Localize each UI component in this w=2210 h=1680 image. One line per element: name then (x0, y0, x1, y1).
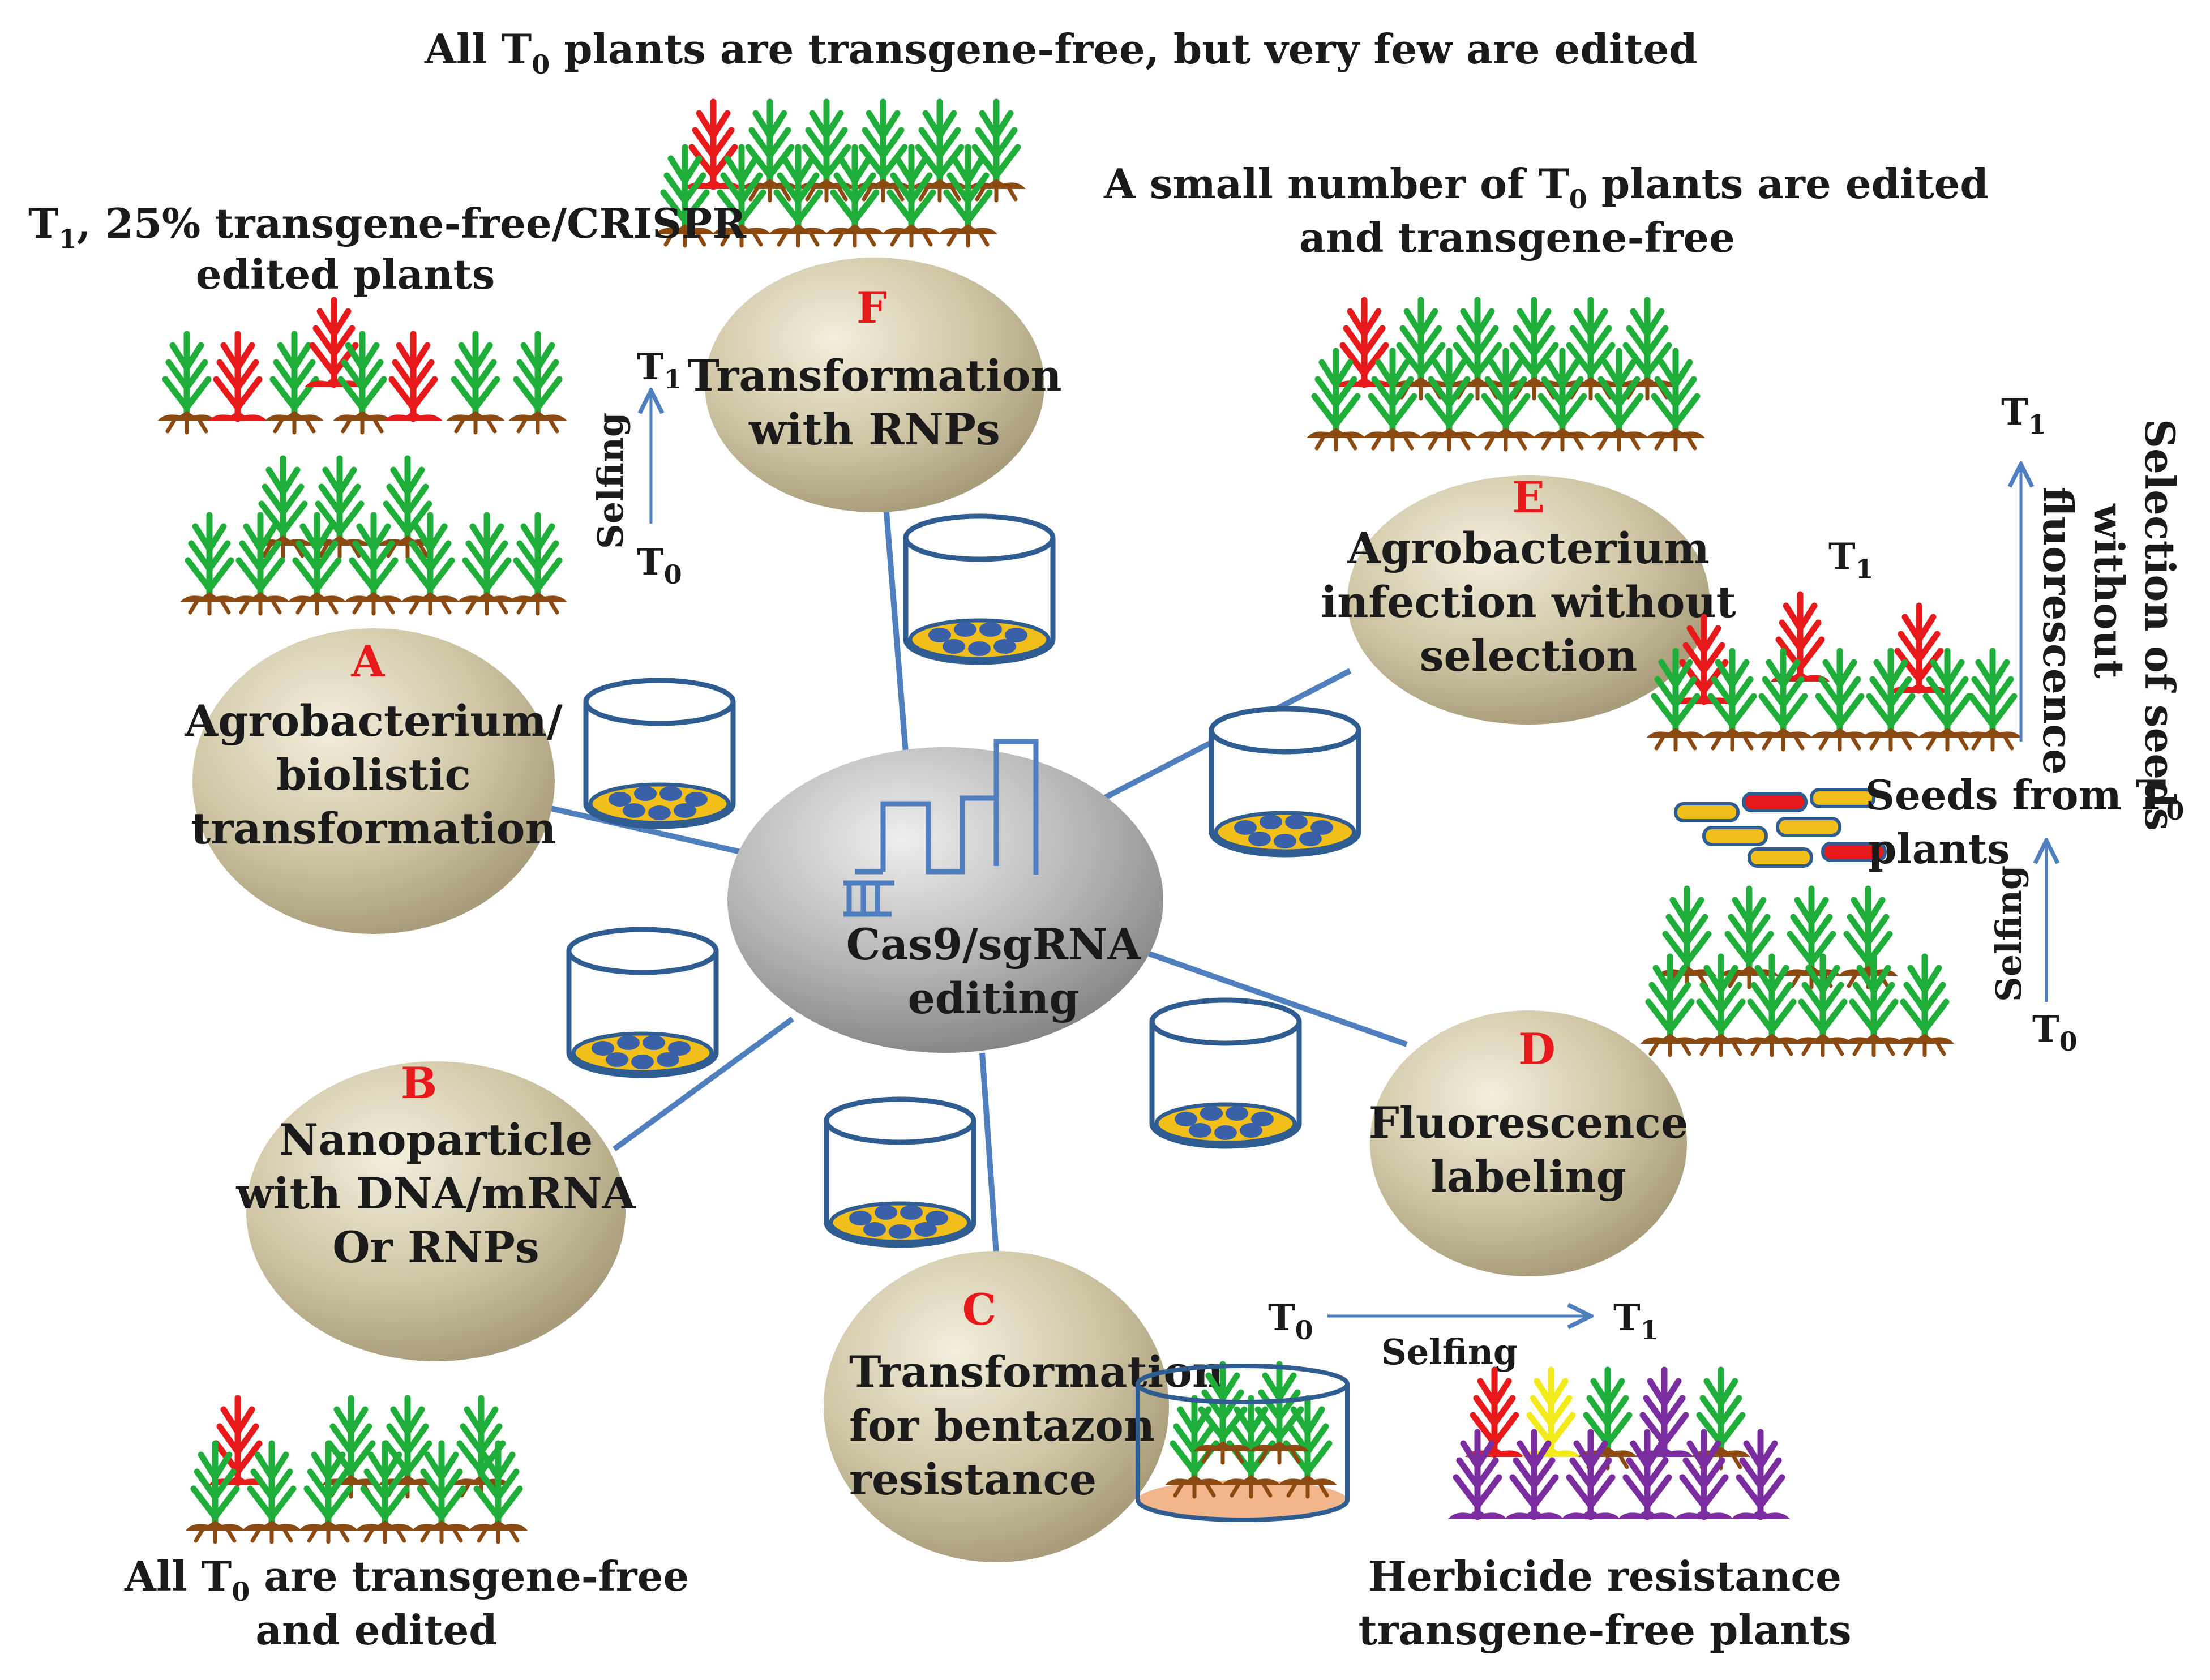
seeds-caption-line2: plants (1868, 825, 2010, 873)
caption-f: All T0 plants are transgene-free, but ve… (424, 25, 1698, 80)
node-a-line2: biolistic (276, 749, 470, 800)
node-d: D Fluorescence labeling (1369, 1010, 1688, 1276)
t1-label-right: T1 (2001, 391, 2046, 440)
selfing-arrow-c: T0 T1 Selfing (1268, 1297, 1659, 1373)
petri-dish-icon (586, 680, 733, 826)
seeds-caption-line1: Seeds from T0 (1865, 771, 2184, 826)
node-b: B Nanoparticle with DNA/mRNA Or RNPs (235, 1058, 636, 1361)
node-e: E Agrobacterium infection without select… (1321, 472, 1736, 725)
caption-b-line1: All T0 are transgene-free (124, 1552, 689, 1607)
node-d-line1: Fluorescence (1369, 1098, 1688, 1148)
t1-label-d: T1 (1828, 535, 1874, 584)
plant-row-d-top (1646, 594, 2022, 749)
caption-e-line1: A small number of T0 plants are edited (1103, 160, 1989, 215)
t1-label-c: T1 (1613, 1297, 1659, 1345)
t0-label-d: T0 (2032, 1008, 2078, 1057)
seeds-icon (1674, 788, 1887, 868)
petri-dish-icon (906, 516, 1053, 662)
selection-caption-line2: without (2085, 503, 2133, 679)
plant-rows-a (157, 300, 567, 614)
node-c: C Transformation for bentazon resistance (824, 1251, 1223, 1562)
node-d-letter: D (1518, 1024, 1556, 1074)
caption-c-line2: transgene-free plants (1359, 1606, 1852, 1654)
node-a-line3: transformation (191, 803, 556, 854)
selfing-label: Selfing (590, 413, 631, 549)
selection-caption: Selection of seeds without fluorescence (2034, 419, 2184, 831)
node-c-line2: for bentazon (849, 1400, 1155, 1451)
node-b-line2: with DNA/mRNA (235, 1168, 636, 1219)
node-f-line2: with RNPs (748, 404, 1000, 455)
caption-a-line2: edited plants (196, 250, 495, 298)
node-e-letter: E (1512, 472, 1545, 522)
t0-label: T0 (637, 541, 682, 590)
petri-dish-icon (569, 929, 716, 1075)
node-d-line2: labeling (1430, 1151, 1626, 1202)
selfing-label: Selfing (1988, 865, 2029, 1002)
node-f-letter: F (856, 282, 887, 333)
sgrna-icon (843, 739, 1039, 917)
node-b-line3: Or RNPs (332, 1222, 539, 1272)
node-c-letter: C (962, 1284, 997, 1335)
selfing-arrow-d: Selfing T0 (1988, 841, 2078, 1057)
caption-a-line1: T1, 25% transgene-free/CRISPR (28, 199, 747, 254)
petri-dish-icon (826, 1099, 974, 1245)
caption-b-line2: and edited (255, 1606, 497, 1654)
center-label-line1: Cas9/sgRNA (846, 919, 1142, 970)
t0-label-c: T0 (1268, 1297, 1313, 1345)
petri-dish-icon (1152, 1000, 1299, 1146)
selfing-label: Selfing (1381, 1331, 1518, 1373)
selection-caption-line1: Selection of seeds (2136, 419, 2184, 831)
node-f-line1: Transformation (687, 350, 1061, 401)
node-b-line1: Nanoparticle (279, 1115, 593, 1165)
node-e-line3: selection (1420, 631, 1638, 681)
caption-c-line1: Herbicide resistance (1368, 1552, 1841, 1600)
node-b-letter: B (401, 1058, 437, 1108)
selfing-arrow-a: Selfing T1 T0 (590, 346, 682, 590)
node-f: F Transformation with RNPs (687, 258, 1062, 512)
node-e-line2: infection without (1321, 577, 1736, 627)
culture-jar-icon (1136, 1364, 1350, 1522)
selection-caption-line3: fluorescence (2034, 487, 2082, 775)
node-a-line1: Agrobacterium/ (184, 696, 563, 746)
petri-dish-icon (1211, 709, 1359, 855)
t1-label: T1 (637, 346, 682, 395)
plant-rows-e (1307, 300, 1705, 449)
center-node: Cas9/sgRNA editing (727, 739, 1163, 1053)
plant-rows-c (1448, 1370, 1790, 1519)
plant-rows-d-bottom (1641, 889, 1954, 1055)
caption-e-line2: and transgene-free (1299, 213, 1735, 262)
node-a: A Agrobacterium/ biolistic transformatio… (184, 628, 563, 934)
node-e-line1: Agrobacterium (1347, 523, 1710, 573)
node-a-letter: A (351, 636, 386, 687)
plant-rows-b (186, 1398, 528, 1542)
node-c-line3: resistance (849, 1454, 1097, 1505)
center-label-line2: editing (908, 973, 1080, 1023)
